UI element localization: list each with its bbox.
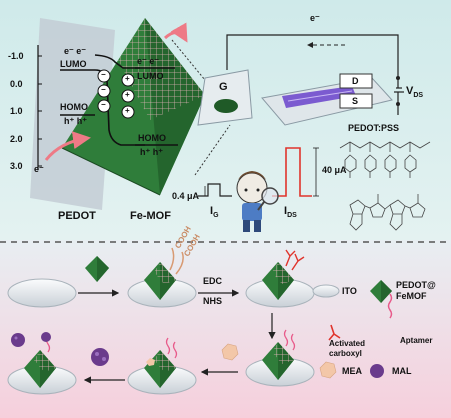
legend-mea-label: MEA	[342, 366, 362, 376]
band-bend-top	[94, 54, 140, 69]
electron-label: e⁻	[34, 164, 44, 174]
ig-pulse	[198, 183, 232, 197]
mof-lattice	[118, 18, 205, 120]
plus-sign: +	[125, 90, 130, 99]
legend-aptamer-icon	[387, 293, 393, 319]
electron-transfer-arrow	[163, 22, 188, 43]
ids-amplitude: 40 μA	[322, 165, 347, 175]
plus-charge	[121, 73, 135, 87]
pedot-pss-structure	[339, 141, 431, 231]
pedot-homo-label: HOMO	[60, 102, 88, 112]
minus-charge	[97, 84, 111, 98]
hole-transfer-arrow	[44, 131, 91, 161]
legend-aptamer-label: Aptamer	[400, 336, 433, 345]
legend-mea-icon	[319, 361, 337, 379]
minus-charge	[97, 69, 111, 83]
plus-charge	[121, 89, 135, 103]
external-circuit	[226, 34, 399, 70]
mea-molecule	[221, 343, 239, 361]
femof-homo-label: HOMO	[138, 133, 166, 143]
plus-sign: +	[125, 74, 130, 83]
gate-label: G	[219, 81, 228, 93]
ito-disc	[7, 278, 77, 308]
ids-label: IDS	[284, 205, 297, 220]
plus-sign: +	[125, 106, 130, 115]
channel-label: PEDOT:PSS	[348, 123, 400, 133]
edc-label: EDC	[203, 276, 223, 286]
pedot-holes: h⁺ h⁺	[64, 116, 87, 126]
ids-pulse	[272, 147, 312, 197]
legend-carboxyl-icon	[328, 324, 341, 341]
gate-electrode	[197, 69, 253, 126]
energy-tick: 1.0	[10, 106, 23, 116]
ig-amplitude: 0.4 μA	[172, 191, 200, 201]
transistor-substrate	[261, 77, 393, 126]
legend-activated-label: Activated	[329, 339, 366, 348]
mal-molecule	[11, 333, 25, 347]
drain-electrode	[339, 73, 373, 89]
pedot-lumo-label: LUMO	[60, 59, 87, 69]
energy-tick: 3.0	[10, 161, 23, 171]
drain-label: D	[352, 76, 359, 86]
mal-molecule	[91, 348, 109, 366]
pedot-pss-channel	[282, 86, 356, 108]
legend-mal-label: MAL	[392, 366, 412, 376]
femof-holes: h⁺ h⁺	[140, 147, 163, 157]
bottom-panel-background	[0, 240, 451, 418]
gate-modified-area	[214, 99, 238, 113]
legend-ito-label: ITO	[342, 286, 357, 296]
legend-ito-icon	[312, 284, 340, 298]
pedot-electrons: e⁻ e⁻	[64, 46, 87, 56]
legend-mof-label: PEDOT@	[396, 280, 436, 290]
pedot-label: PEDOT	[58, 210, 96, 222]
femof-electrons: e⁻ e⁻	[137, 56, 160, 66]
femof-label: Fe-MOF	[130, 210, 171, 222]
source-electrode	[339, 93, 373, 109]
source-label: S	[352, 96, 359, 106]
energy-tick: 2.0	[10, 134, 23, 144]
legend-mof-label: FeMOF	[396, 291, 427, 301]
plus-charge	[121, 105, 135, 119]
minus-sign: −	[101, 100, 106, 109]
energy-tick: 0.0	[10, 79, 23, 89]
vds-label: VDS	[406, 85, 424, 100]
minus-sign: −	[101, 70, 106, 79]
minus-sign: −	[101, 85, 106, 94]
femof-lumo-label: LUMO	[137, 71, 164, 81]
ig-label: IG	[210, 205, 219, 220]
minus-charge	[97, 99, 111, 113]
legend-activated-label: carboxyl	[329, 349, 362, 358]
energy-tick: -1.0	[8, 51, 24, 61]
magnifying-figure	[236, 171, 279, 232]
nhs-label: NHS	[203, 296, 223, 306]
circuit-electron-label: e⁻	[310, 13, 320, 23]
legend-mal-icon	[370, 364, 384, 378]
